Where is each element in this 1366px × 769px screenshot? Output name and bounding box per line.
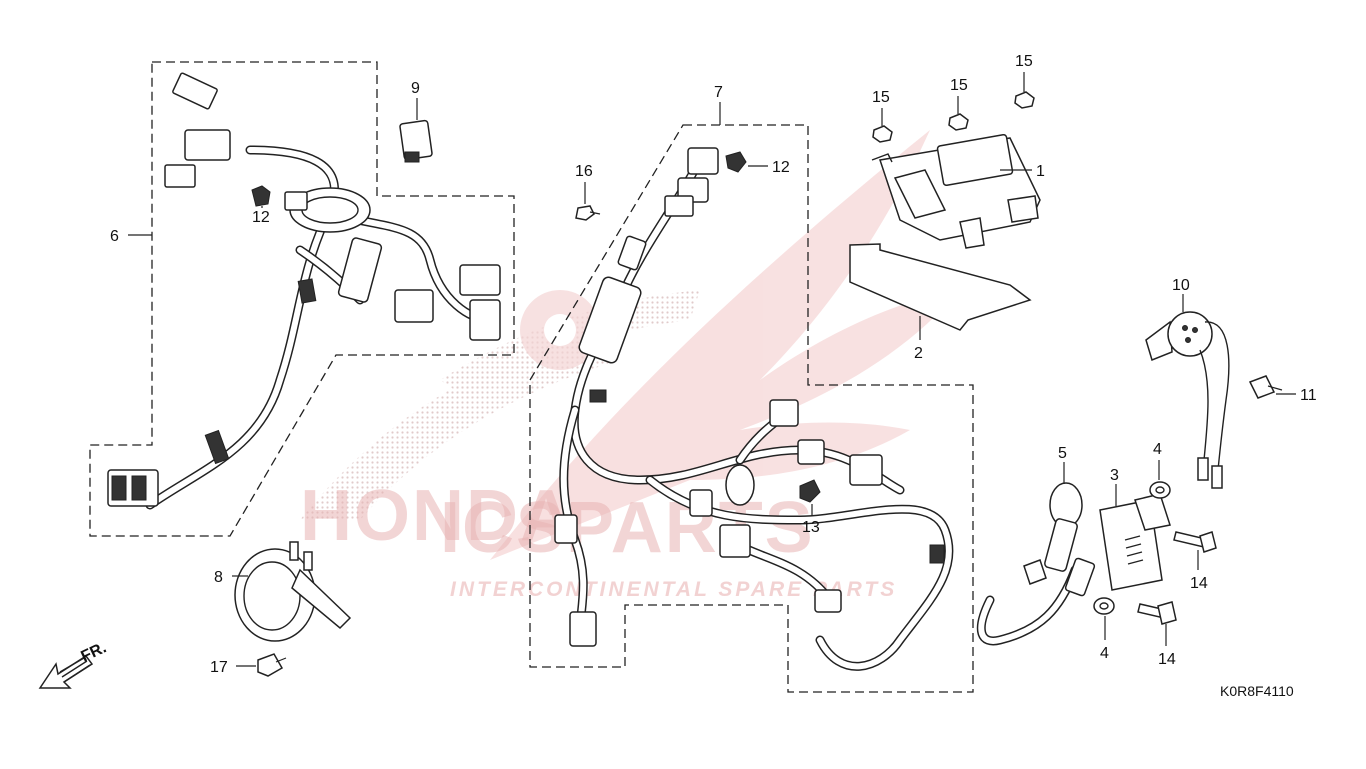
plug-cap-5 (1023, 482, 1083, 585)
callout-10: 10 (1172, 277, 1190, 294)
leader-lines (128, 72, 1296, 667)
watermark-tagline: INTERCONTINENTAL SPARE PARTS (450, 578, 897, 601)
ignition-coil-3 (976, 493, 1171, 646)
callout-12-left: 12 (252, 209, 270, 226)
callout-13: 13 (802, 519, 820, 536)
group-boundary-center (529, 124, 974, 693)
callout-5: 5 (1058, 445, 1067, 462)
callout-7: 7 (714, 84, 723, 101)
callout-4-bottom: 4 (1100, 645, 1109, 662)
bolt-17 (257, 653, 287, 677)
callout-17: 17 (210, 659, 228, 676)
clip-12-center (725, 151, 747, 173)
callout-6: 6 (110, 228, 119, 245)
callout-15-c: 15 (1015, 53, 1033, 70)
clip-12-left (251, 185, 271, 207)
callout-2: 2 (914, 345, 923, 362)
callout-1: 1 (1036, 163, 1045, 180)
clip-13 (799, 479, 821, 503)
callout-15-a: 15 (872, 89, 890, 106)
washer-4-top (1149, 481, 1171, 499)
bolt-16 (575, 205, 601, 221)
front-label: FR. (79, 639, 110, 665)
callout-3: 3 (1110, 467, 1119, 484)
callout-14-bottom: 14 (1158, 651, 1176, 668)
wire-harness-center (554, 147, 954, 671)
callout-9: 9 (411, 80, 420, 97)
callout-11: 11 (1300, 387, 1317, 404)
bolt-14-bottom (1137, 601, 1177, 625)
nut-15-b (948, 113, 969, 131)
callout-12-center: 12 (772, 159, 790, 176)
callout-4-top: 4 (1153, 441, 1162, 458)
washer-4-bottom (1093, 597, 1115, 615)
sensor-10 (1145, 311, 1230, 489)
watermark: HONDA ICSPARTS INTERCONTINENTAL SPARE PA… (300, 130, 960, 601)
diagram-code: K0R8F4110 (1220, 683, 1294, 699)
arrow-left-down-icon (38, 654, 94, 689)
relay-9 (399, 119, 433, 163)
control-unit-1 (871, 133, 1041, 249)
callout-labels: 1 2 3 4 4 5 6 7 8 9 10 11 12 12 13 14 14… (110, 53, 1317, 676)
callout-16: 16 (575, 163, 593, 180)
callout-15-b: 15 (950, 77, 968, 94)
callout-8: 8 (214, 569, 223, 586)
nut-15-a (872, 125, 893, 143)
front-direction-arrow: FR. (38, 639, 110, 689)
nut-15-c (1014, 91, 1035, 109)
wire-harness-left (107, 72, 501, 510)
callout-14-top: 14 (1190, 575, 1208, 592)
group-boundary-left (89, 61, 515, 537)
horn-8 (234, 541, 352, 642)
bolt-14-top (1173, 531, 1217, 553)
bolt-11 (1248, 375, 1283, 399)
gasket-plate-2 (849, 243, 1032, 331)
watermark-ghost-text: HONDA (300, 476, 574, 556)
